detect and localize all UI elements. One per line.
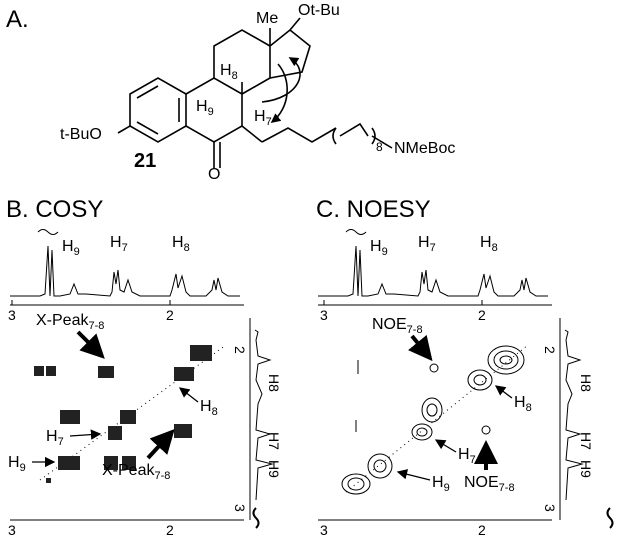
tbuo-label: t-BuO — [60, 126, 102, 143]
cosy-1d-spectrum — [10, 229, 244, 306]
panel-c-label: C. NOESY — [316, 196, 431, 223]
methyl-label: Me — [256, 10, 279, 27]
noesy-h8-peak-label: H8 — [480, 234, 498, 254]
cosy-h9-peak-label: H9 — [62, 238, 80, 258]
noesy-h8-arrow-label: H8 — [514, 394, 532, 414]
cosy-right-projection — [254, 329, 274, 501]
panel-a-label: A. — [6, 6, 29, 33]
h8-label: H8 — [220, 62, 238, 82]
cosy-peaks — [34, 345, 212, 483]
cosy-xpeak-bottom-label: X-Peak7-8 — [102, 462, 171, 482]
noesy-top-tick-2: 2 — [478, 307, 486, 323]
cosy-h7-arrow-label: H7 — [46, 428, 64, 448]
cosy-right-tick-2: 2 — [232, 346, 248, 354]
noesy-h7-peak-label: H7 — [418, 234, 436, 254]
cosy-h8-peak-label: H8 — [172, 234, 190, 254]
cosy-h7-peak-label: H7 — [110, 234, 128, 254]
cosy-right-tick-3: 3 — [232, 504, 248, 512]
noesy-h9-arrow-label: H9 — [432, 474, 450, 494]
cosy-2d-plot — [10, 318, 274, 529]
nmeboc-label: NMeBoc — [394, 140, 456, 157]
noesy-bottom-tick-3: 3 — [320, 522, 328, 538]
noesy-right-label-h9: H9 — [578, 460, 594, 478]
noesy-right-projection — [564, 329, 584, 501]
compound-number: 21 — [134, 150, 157, 172]
cosy-h8-arrow-label: H8 — [200, 398, 218, 418]
molecule-structure — [117, 17, 393, 168]
cosy-right-label-h8: H8 — [266, 374, 282, 392]
cosy-top-tick-2: 2 — [166, 307, 174, 323]
cosy-top-tick-3: 3 — [8, 307, 16, 323]
noesy-h7-arrow-label: H7 — [458, 446, 476, 466]
noesy-2d-plot — [318, 318, 614, 529]
h9-label: H9 — [196, 98, 214, 118]
otbu-top-label: Ot-Bu — [298, 2, 340, 19]
cosy-xpeak-top-label: X-Peak7-8 — [36, 312, 105, 332]
noesy-peaks — [341, 345, 525, 495]
panel-b-label: B. COSY — [6, 196, 104, 223]
noesy-right-tick-3: 3 — [542, 504, 558, 512]
noesy-noe-top-label: NOE7-8 — [372, 316, 423, 336]
noesy-right-tick-2: 2 — [542, 346, 558, 354]
h7-label: H7 — [254, 108, 272, 128]
cosy-right-label-h7: H7 — [266, 432, 282, 450]
repeat-count: 8 — [376, 140, 383, 154]
cosy-bottom-tick-2: 2 — [166, 522, 174, 538]
noesy-h9-peak-label: H9 — [370, 238, 388, 258]
carbonyl-o-label: O — [208, 166, 221, 183]
noesy-noe-bottom-label: NOE7-8 — [464, 474, 515, 494]
noesy-top-tick-3: 3 — [320, 307, 328, 323]
noesy-1d-spectrum — [318, 229, 552, 306]
noesy-right-label-h8: H8 — [578, 374, 594, 392]
noesy-right-label-h7: H7 — [578, 432, 594, 450]
cosy-h9-arrow-label: H9 — [8, 454, 26, 474]
cosy-right-label-h9: H9 — [266, 460, 282, 478]
cosy-bottom-tick-3: 3 — [8, 522, 16, 538]
noesy-bottom-tick-2: 2 — [478, 522, 486, 538]
